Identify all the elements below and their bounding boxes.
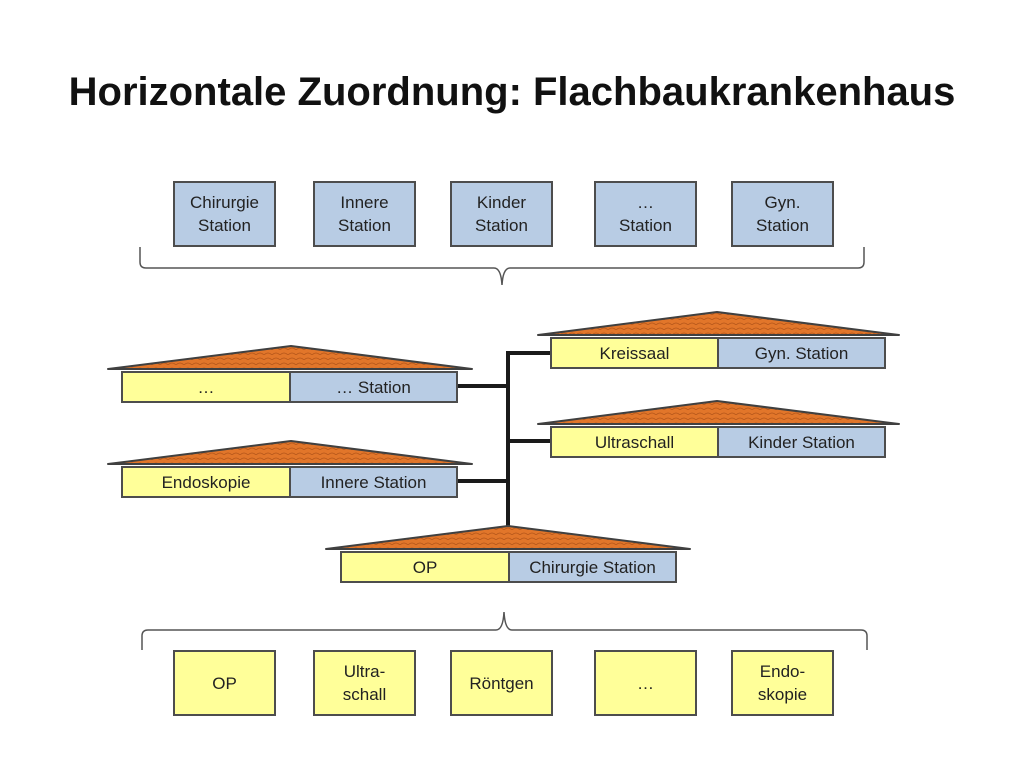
station-box-innere: Innere Station bbox=[313, 181, 416, 247]
building-op-station: Chirurgie Station bbox=[508, 551, 677, 583]
building-op-function: OP bbox=[340, 551, 510, 583]
function-box-op: OP bbox=[173, 650, 276, 716]
function-box-endoskopie: Endo- skopie bbox=[731, 650, 834, 716]
roof-endoskopie bbox=[107, 440, 473, 465]
building-unknown-function: … bbox=[121, 371, 291, 403]
roof-unknown-station bbox=[107, 345, 473, 370]
function-box-unknown: … bbox=[594, 650, 697, 716]
building-ultraschall-station: Kinder Station bbox=[717, 426, 886, 458]
station-box-unknown: … Station bbox=[594, 181, 697, 247]
roof-op bbox=[325, 525, 691, 550]
station-box-chirurgie: Chirurgie Station bbox=[173, 181, 276, 247]
building-endoskopie-function: Endoskopie bbox=[121, 466, 291, 498]
station-box-kinder: Kinder Station bbox=[450, 181, 553, 247]
function-box-roentgen: Röntgen bbox=[450, 650, 553, 716]
building-kreissaal-station: Gyn. Station bbox=[717, 337, 886, 369]
building-ultraschall-function: Ultraschall bbox=[550, 426, 719, 458]
station-box-gyn: Gyn. Station bbox=[731, 181, 834, 247]
bottom-brace bbox=[141, 611, 868, 650]
building-unknown-station: … Station bbox=[289, 371, 458, 403]
building-endoskopie-station: Innere Station bbox=[289, 466, 458, 498]
top-brace bbox=[139, 247, 865, 286]
building-kreissaal-function: Kreissaal bbox=[550, 337, 719, 369]
function-box-ultraschall: Ultra- schall bbox=[313, 650, 416, 716]
roof-ultraschall bbox=[537, 400, 900, 425]
corridor-lines bbox=[458, 351, 550, 526]
page-title: Horizontale Zuordnung: Flachbaukrankenha… bbox=[68, 70, 956, 114]
roof-kreissaal bbox=[537, 311, 900, 336]
